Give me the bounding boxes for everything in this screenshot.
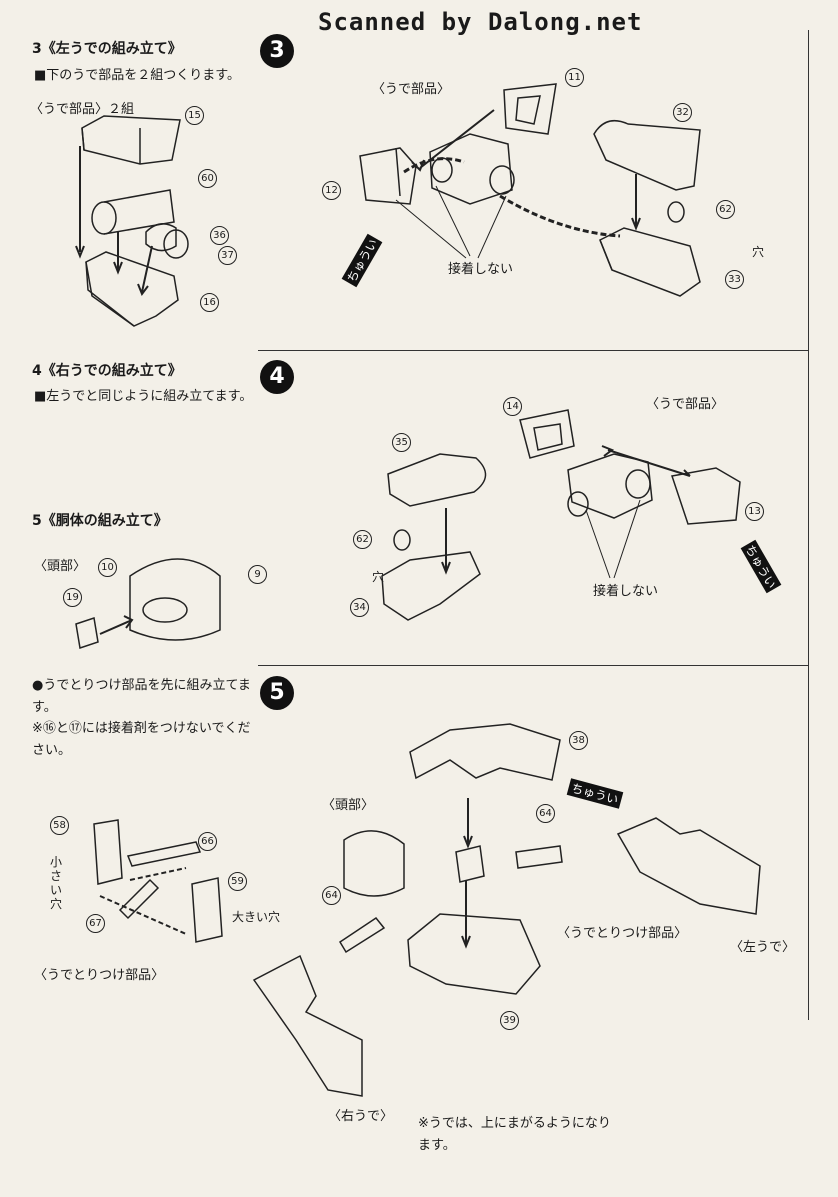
- part-66-shape: [126, 841, 202, 867]
- step5-head-label: 〈頭部〉: [34, 559, 87, 574]
- step5b-head-label: 〈頭部〉: [322, 798, 375, 813]
- part-32-shape: [593, 119, 701, 191]
- part-16-shape: [85, 251, 179, 327]
- part-35: 35: [392, 433, 411, 452]
- part-62b: 62: [353, 530, 372, 549]
- step4-arm-label: 〈うで部品〉: [646, 397, 725, 412]
- step3-no-glue: 接着しない: [448, 262, 514, 277]
- step3-note: ■下のうで部品を２組つくります。: [34, 68, 240, 83]
- part-12: 12: [322, 181, 341, 200]
- right-border: [808, 30, 809, 1020]
- part-36-shape: [145, 223, 177, 252]
- part-10: 10: [98, 558, 117, 577]
- step3-group-label: 〈うで部品〉２組: [30, 102, 135, 117]
- part-16: 16: [200, 293, 219, 312]
- part-9: 9: [248, 565, 267, 584]
- part-59-shape: [191, 877, 223, 943]
- part-34: 34: [350, 598, 369, 617]
- part-32: 32: [673, 103, 692, 122]
- part-64-b-shape: [338, 916, 386, 954]
- part-62-shape: [667, 201, 685, 223]
- head-shape: [129, 558, 221, 641]
- part-37: 37: [218, 246, 237, 265]
- connector-shape: [455, 845, 485, 883]
- part-67-shape: [118, 878, 160, 920]
- part-14: 14: [503, 397, 522, 416]
- step5b-note2: ※⑯と⑰には接着剤をつけないでください。: [32, 721, 251, 758]
- part-14-shape: [519, 409, 575, 459]
- part-13: 13: [745, 502, 764, 521]
- step3-arm-label: 〈うで部品〉: [372, 82, 451, 97]
- arm-body-4-shape: [567, 453, 653, 519]
- attach-label-center: 〈うでとりつけ部品〉: [557, 926, 688, 941]
- part-64-a: 64: [536, 804, 555, 823]
- left-arm-shape: [616, 817, 761, 915]
- part-33-shape: [599, 227, 701, 297]
- part-62b-shape: [393, 529, 411, 551]
- part-62: 62: [716, 200, 735, 219]
- part-60: 60: [198, 169, 217, 188]
- part-64-b: 64: [322, 886, 341, 905]
- part-11-shape: [503, 83, 557, 135]
- footnote: ※うでは、上にまがるようになります。: [418, 1116, 611, 1153]
- divider-step5: [258, 665, 808, 666]
- step5b-badge: 5: [260, 676, 294, 710]
- part-11: 11: [565, 68, 584, 87]
- part-67: 67: [86, 914, 105, 933]
- part-13-shape: [671, 467, 741, 525]
- small-hole-label: 小さい穴: [50, 855, 63, 911]
- part-19: 19: [63, 588, 82, 607]
- step4-no-glue: 接着しない: [593, 584, 659, 599]
- part-12-shape: [359, 147, 417, 205]
- part-59: 59: [228, 872, 247, 891]
- part-58-shape: [93, 819, 123, 885]
- arm-body-shape: [429, 133, 513, 205]
- part-19-shape: [75, 617, 99, 649]
- part-33: 33: [725, 270, 744, 289]
- part-39: 39: [500, 1011, 519, 1030]
- part-38: 38: [569, 731, 588, 750]
- big-hole-label: 大きい穴: [232, 910, 281, 924]
- head-5b-shape: [343, 830, 405, 897]
- part-60-shape: [91, 201, 117, 235]
- part-34-shape: [381, 551, 481, 621]
- right-arm-label: 〈右うで〉: [328, 1109, 394, 1124]
- step5-title: 5《胴体の組み立て》: [32, 513, 168, 529]
- part-58: 58: [50, 816, 69, 835]
- step3-badge: 3: [260, 34, 294, 68]
- part-64-a-shape: [515, 845, 563, 869]
- step3-title: 3《左うでの組み立て》: [32, 41, 182, 57]
- watermark: Scanned by Dalong.net: [318, 8, 643, 36]
- attach-label-left: 〈うでとりつけ部品〉: [34, 968, 165, 983]
- step4-title: 4《右うでの組み立て》: [32, 363, 182, 379]
- part-38-shape: [409, 723, 561, 781]
- right-arm-shape: [252, 954, 363, 1097]
- part-39-shape: [407, 913, 541, 995]
- left-arm-label: 〈左うで〉: [730, 940, 796, 955]
- divider-step4: [258, 350, 808, 351]
- part-35-shape: [387, 453, 487, 507]
- step4-note: ■左うでと同じように組み立てます。: [34, 389, 253, 404]
- step5b-note1: ●うでとりつけ部品を先に組み立てます。: [32, 678, 251, 715]
- part-66: 66: [198, 832, 217, 851]
- step4-badge: 4: [260, 360, 294, 394]
- part-15: 15: [185, 106, 204, 125]
- step4-hole: 穴: [372, 570, 385, 584]
- step3-hole: 穴: [752, 245, 765, 259]
- part-15-shape: [81, 115, 181, 165]
- part-36: 36: [210, 226, 229, 245]
